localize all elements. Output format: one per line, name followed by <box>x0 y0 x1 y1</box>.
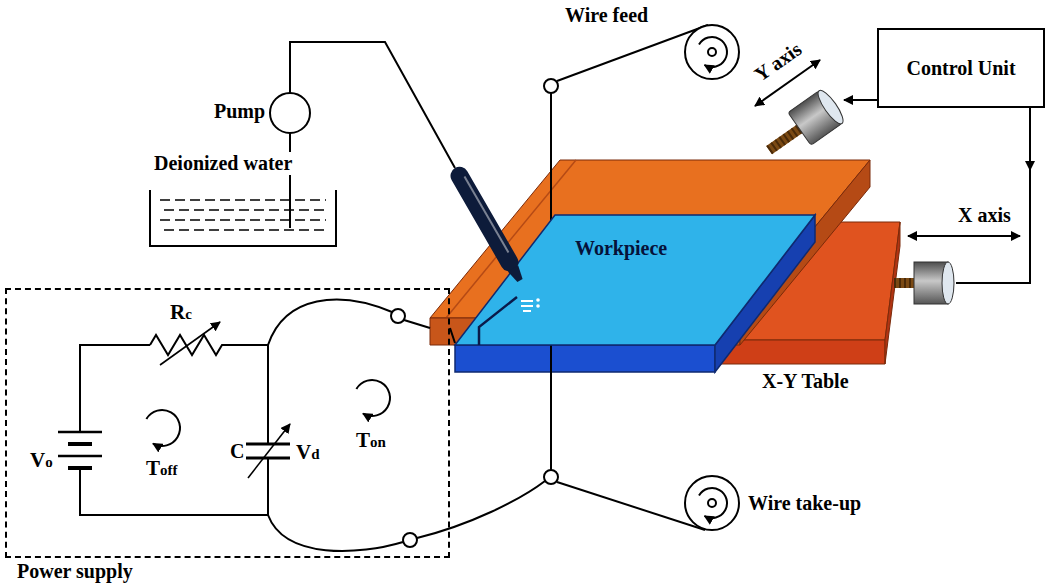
current-loop-arrow <box>356 380 390 416</box>
x-screw-thread <box>894 278 914 288</box>
control-signal-x <box>956 108 1030 283</box>
node-label: Power supply <box>17 560 458 583</box>
guide-roller <box>544 470 558 484</box>
guide-roller <box>391 309 405 323</box>
spark-mark <box>536 304 540 308</box>
wire-take-up-run <box>557 482 705 530</box>
nozzle-body <box>447 164 522 275</box>
suction-pipe <box>289 133 291 228</box>
part-label: X-Y Table <box>762 370 849 393</box>
battery-plate <box>58 455 102 458</box>
spool-hub <box>708 499 716 507</box>
cut-kerf <box>479 297 517 345</box>
rotation-arrow <box>699 488 727 518</box>
signal-label: Vd <box>296 440 320 464</box>
current-loop-arrow <box>146 410 180 446</box>
node-label: Control Unit <box>906 57 1015 80</box>
battery-plate <box>68 466 92 470</box>
feed-spool <box>685 25 739 79</box>
x-table-side <box>885 222 900 364</box>
y-motor-cap <box>814 87 847 127</box>
output-wire <box>268 300 392 345</box>
water-line <box>164 209 326 211</box>
water-tank <box>150 190 336 246</box>
part-label: Deionized water <box>152 152 294 175</box>
spark-mark <box>536 298 540 302</box>
wire-connector <box>450 328 455 343</box>
circuit-wire <box>80 345 150 432</box>
variable-arrow <box>160 322 220 365</box>
water-line <box>160 219 326 221</box>
spark-mark <box>521 305 533 307</box>
axis-label: Y axis <box>750 38 806 87</box>
output-wire <box>404 320 430 328</box>
take-up-spool <box>685 476 739 530</box>
supply-pipe <box>290 42 455 168</box>
signal-direction-arrow <box>1029 150 1031 170</box>
pump-symbol <box>270 93 310 133</box>
resistor-symbol <box>150 335 268 444</box>
spool-hub <box>708 48 716 56</box>
control-unit-box: Control Unit <box>877 28 1045 108</box>
guide-roller <box>544 79 558 93</box>
part-label: Wire take-up <box>748 492 861 515</box>
part-label: Pump <box>214 100 265 123</box>
signal-label: Toff <box>146 456 178 480</box>
spark-mark <box>521 300 533 302</box>
workpiece-shape <box>455 215 815 345</box>
capacitor-plate <box>246 457 290 460</box>
control-signal-y <box>844 99 877 101</box>
battery-plate <box>58 431 102 434</box>
node-label: Workpiece <box>575 237 935 260</box>
output-wire <box>268 515 403 551</box>
signal-label: Vo <box>30 448 53 472</box>
dielectric-nozzle <box>447 164 528 286</box>
water-surface <box>160 200 326 230</box>
workpiece-top <box>455 215 815 345</box>
x-axis-arrow <box>908 235 1020 237</box>
y-screw-thread <box>769 129 799 150</box>
capacitor-plate <box>246 443 290 446</box>
axis-label: X axis <box>958 204 1011 227</box>
x-lead-screw <box>894 278 914 288</box>
output-wire <box>417 481 545 538</box>
rotation-arrow <box>699 37 727 67</box>
component-label: Rc <box>170 300 192 324</box>
nozzle-tip <box>508 265 525 283</box>
signal-label: Ton <box>356 428 386 452</box>
x-motor-cap <box>942 262 954 304</box>
water-line <box>160 199 326 201</box>
guide-roller <box>403 533 417 547</box>
spark-mark <box>523 310 531 312</box>
part-label: Wire feed <box>565 4 648 27</box>
component-label: C <box>230 440 244 463</box>
variable-arrow <box>248 424 290 478</box>
y-lead-screw <box>766 124 803 154</box>
power-supply-box: Power supply <box>5 288 450 558</box>
workpiece-front <box>455 345 715 372</box>
y-drive <box>758 87 847 166</box>
nozzle-highlight <box>464 176 508 252</box>
battery-plate <box>68 442 92 446</box>
water-line <box>164 229 326 231</box>
workpiece-block: Workpiece <box>455 215 815 345</box>
